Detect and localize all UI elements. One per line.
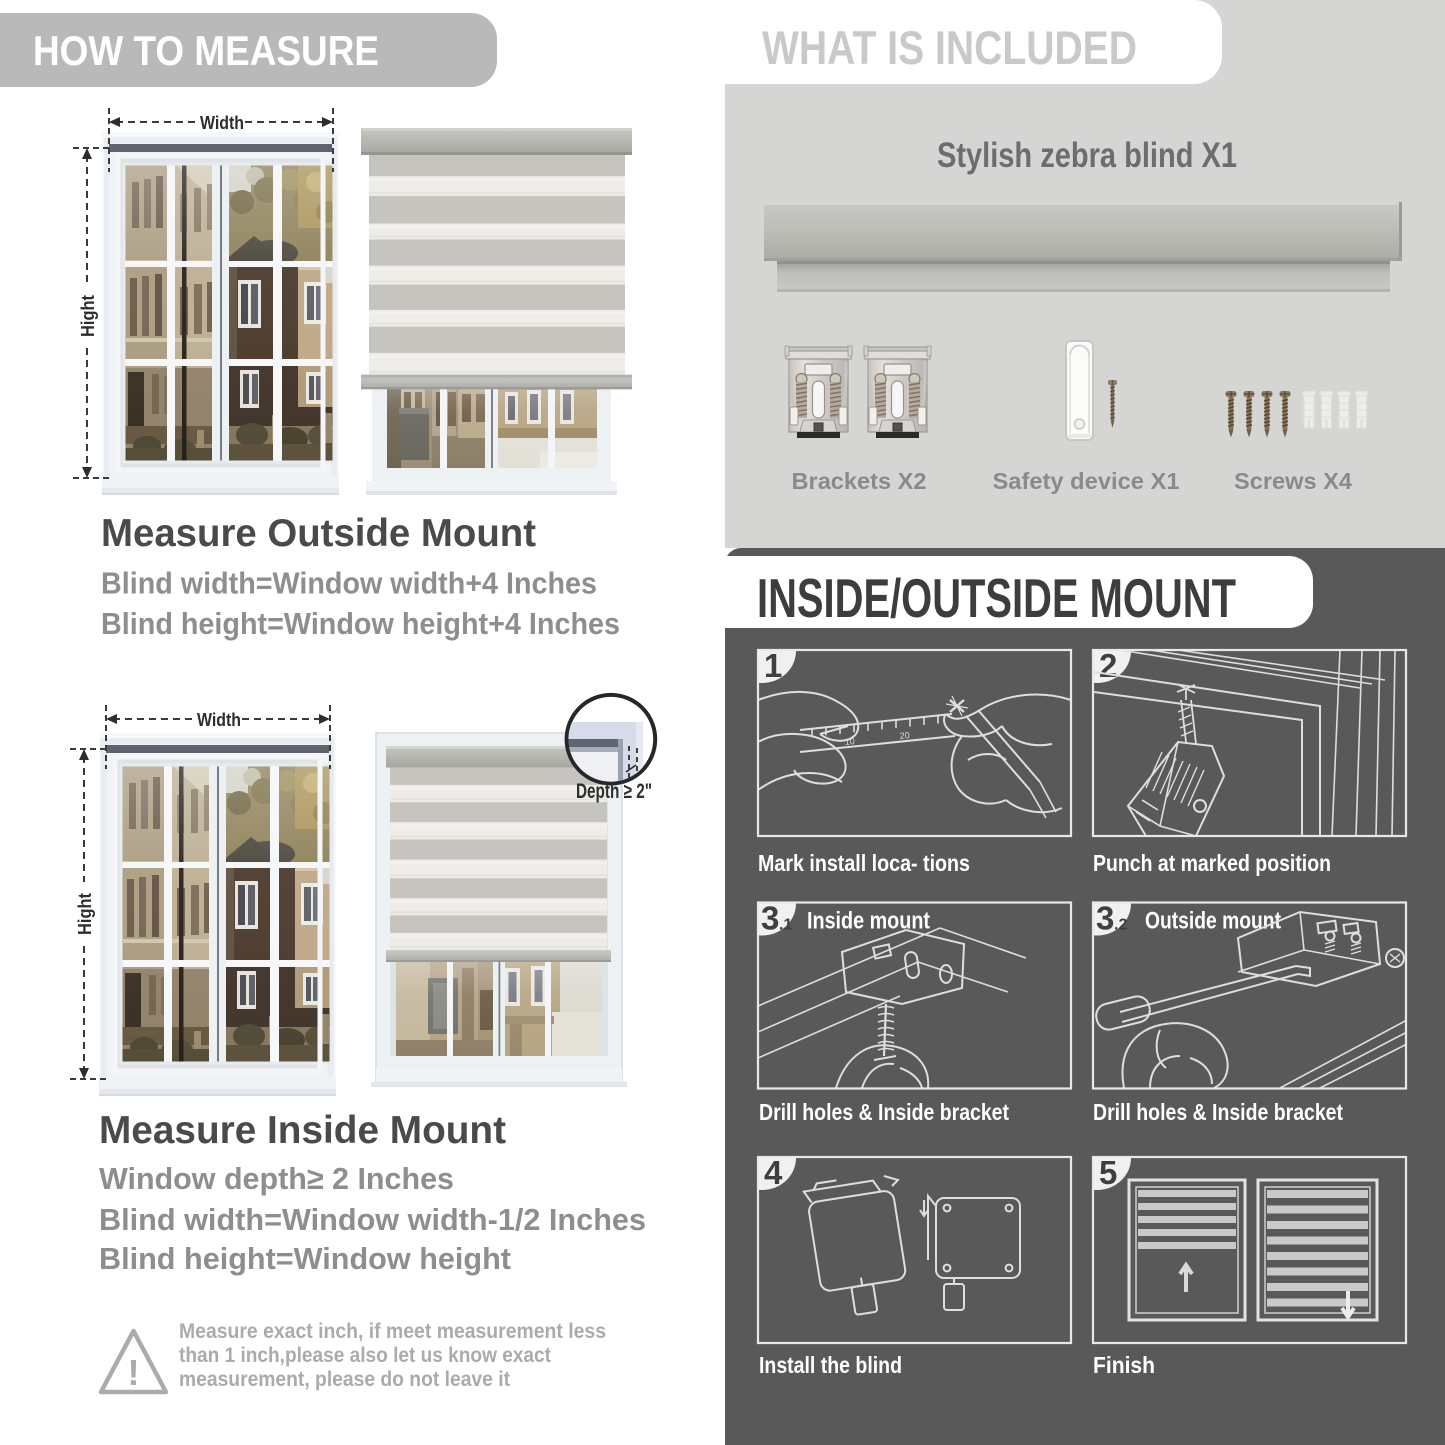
- svg-text:Hight: Hight: [75, 893, 95, 935]
- svg-text:5: 5: [1099, 1154, 1117, 1191]
- svg-text:20: 20: [899, 730, 910, 741]
- svg-text:4: 4: [764, 1154, 783, 1191]
- svg-text:Screws X4: Screws X4: [1234, 468, 1352, 494]
- svg-text:Measure exact inch, if meet me: Measure exact inch, if meet measurement …: [179, 1320, 606, 1343]
- svg-text:Install the blind: Install the blind: [759, 1352, 902, 1378]
- svg-text:Hight: Hight: [78, 295, 98, 337]
- svg-text:!: !: [128, 1352, 140, 1393]
- svg-text:2: 2: [1099, 647, 1117, 684]
- svg-text:Brackets X2: Brackets X2: [792, 468, 927, 494]
- svg-text:Punch at marked position: Punch at marked position: [1093, 850, 1331, 876]
- svg-text:3: 3: [761, 900, 779, 937]
- svg-text:Drill holes & Inside bracket: Drill holes & Inside bracket: [1093, 1099, 1343, 1125]
- svg-text:measurement, please do not lea: measurement, please do not leave it: [179, 1368, 510, 1391]
- svg-text:than 1 inch,please also let us: than 1 inch,please also let us know exac…: [179, 1344, 551, 1367]
- svg-text:Width: Width: [197, 710, 241, 730]
- svg-text:3: 3: [1096, 900, 1114, 937]
- svg-text:Finish: Finish: [1093, 1352, 1155, 1378]
- svg-text:Stylish zebra blind X1: Stylish zebra blind X1: [937, 136, 1237, 175]
- svg-text:Outside mount: Outside mount: [1145, 908, 1281, 935]
- svg-text:Window depth≥ 2 Inches: Window depth≥ 2 Inches: [99, 1161, 454, 1196]
- svg-text:Measure Inside Mount: Measure Inside Mount: [99, 1109, 506, 1152]
- svg-text:Measure Outside Mount: Measure Outside Mount: [101, 512, 536, 555]
- svg-text:1: 1: [764, 647, 782, 684]
- svg-text:Blind width=Window width-1/2 I: Blind width=Window width-1/2 Inches: [99, 1202, 646, 1237]
- svg-text:Blind width=Window width+4 Inc: Blind width=Window width+4 Inches: [101, 566, 597, 601]
- svg-text:.2: .2: [1114, 917, 1127, 934]
- svg-text:Safety device X1: Safety device X1: [993, 468, 1180, 494]
- svg-text:.1: .1: [779, 917, 792, 934]
- svg-text:INSIDE/OUTSIDE MOUNT: INSIDE/OUTSIDE MOUNT: [757, 567, 1236, 629]
- svg-text:Width: Width: [200, 113, 244, 133]
- svg-text:Blind height=Window height+4 I: Blind height=Window height+4 Inches: [101, 606, 620, 641]
- svg-text:Mark install loca- tions: Mark install loca- tions: [758, 850, 970, 876]
- svg-text:Blind height=Window height: Blind height=Window height: [99, 1241, 511, 1276]
- svg-text:WHAT IS INCLUDED: WHAT IS INCLUDED: [762, 21, 1137, 74]
- svg-text:HOW TO MEASURE: HOW TO MEASURE: [33, 27, 379, 74]
- svg-text:Depth ≥ 2": Depth ≥ 2": [576, 780, 652, 803]
- svg-text:10: 10: [844, 736, 855, 747]
- svg-text:Drill holes & Inside bracket: Drill holes & Inside bracket: [759, 1099, 1009, 1125]
